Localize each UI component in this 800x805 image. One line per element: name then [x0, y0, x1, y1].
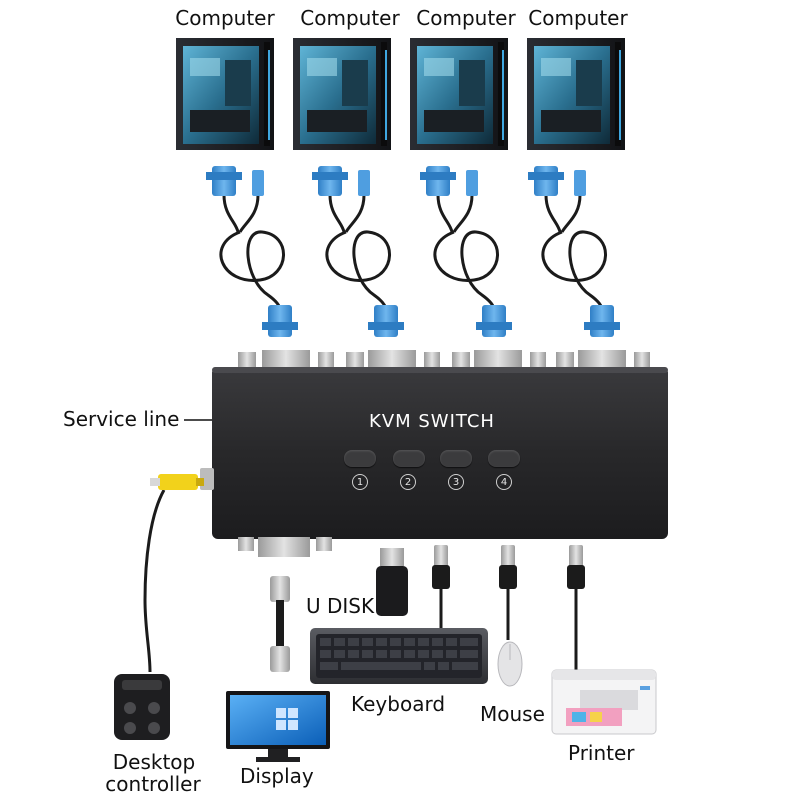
switch-button-4 — [488, 450, 520, 467]
keyboard — [310, 545, 488, 684]
vga-plug-top-1 — [206, 166, 242, 196]
label-keyboard: Keyboard — [351, 692, 446, 716]
label-desktop-controller-line2: controller — [105, 772, 201, 796]
mouse — [497, 545, 523, 687]
computer-tower-3 — [410, 38, 508, 150]
computer-tower-4 — [527, 38, 625, 150]
vga-plug-bottom-1 — [262, 305, 298, 337]
label-u-disk: U DISK — [306, 594, 375, 618]
usb-plug-top-2 — [358, 170, 370, 196]
rca-yellow-plug — [150, 474, 204, 490]
vga-usb-cable-4 — [541, 194, 607, 311]
label-display: Display — [240, 764, 314, 788]
label-printer: Printer — [568, 741, 635, 765]
desktop-controller — [114, 674, 170, 740]
computer-tower-2 — [293, 38, 391, 150]
kvm-switch-title: KVM SWITCH — [369, 411, 495, 432]
vga-plug-bottom-2 — [368, 305, 404, 337]
switch-button-1 — [344, 450, 376, 467]
kvm-ports-bottom — [238, 537, 332, 557]
label-computer-4: Computer — [528, 6, 628, 30]
vga-plug-top-4 — [528, 166, 564, 196]
vga-plug-bottom-4 — [584, 305, 620, 337]
vga-usb-cable-2 — [325, 194, 391, 311]
port-number-2: 2 — [400, 474, 416, 490]
switch-button-3 — [440, 450, 472, 467]
port-number-4: 4 — [496, 474, 512, 490]
label-computer-1: Computer — [175, 6, 275, 30]
port-number-3: 3 — [448, 474, 464, 490]
vga-plug-bottom-3 — [476, 305, 512, 337]
u-disk — [376, 548, 408, 616]
label-desktop-controller-line1: Desktop — [112, 750, 196, 774]
label-computer-3: Computer — [416, 6, 516, 30]
port-number-1: 1 — [352, 474, 368, 490]
computer-tower-1 — [176, 38, 274, 150]
printer — [551, 545, 657, 735]
usb-plug-top-1 — [252, 170, 264, 196]
label-mouse: Mouse — [480, 702, 545, 726]
label-computer-2: Computer — [300, 6, 400, 30]
usb-plug-top-3 — [466, 170, 478, 196]
vga-plug-top-2 — [312, 166, 348, 196]
vga-plug-top-3 — [420, 166, 456, 196]
vga-usb-cable-1 — [219, 194, 285, 311]
switch-button-2 — [393, 450, 425, 467]
display-vga-cable — [270, 576, 290, 672]
service-cable — [143, 489, 166, 673]
usb-plug-top-4 — [574, 170, 586, 196]
kvm-switch-body — [212, 367, 668, 539]
vga-usb-cable-3 — [433, 194, 499, 311]
label-service-line: Service line — [63, 407, 180, 431]
monitor — [226, 691, 330, 762]
